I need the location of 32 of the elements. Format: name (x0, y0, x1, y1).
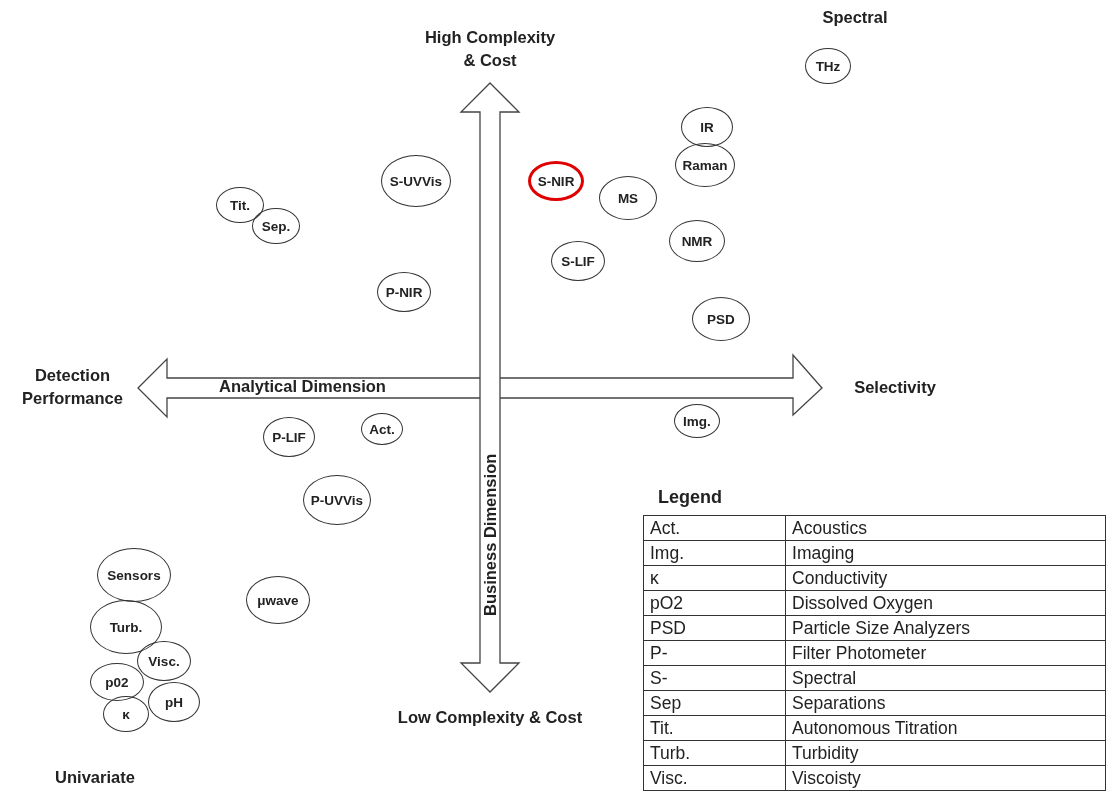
table-cell: Conductivity (785, 565, 1106, 591)
axis-label: Detection Performance (21, 365, 124, 409)
table-cell: Tit. (643, 715, 786, 741)
table-cell: Turbidity (785, 740, 1106, 766)
axis-label: Low Complexity & Cost (396, 707, 584, 728)
table-cell: Acoustics (785, 515, 1106, 541)
table-cell: Filter Photometer (785, 640, 1106, 666)
table-cell: Visc. (643, 765, 786, 791)
table-cell: Imaging (785, 540, 1106, 566)
table-cell: Spectral (785, 665, 1106, 691)
axis-label: High Complexity & Cost (423, 27, 557, 71)
table-cell: S- (643, 665, 786, 691)
table-cell: Separations (785, 690, 1106, 716)
table-cell: Dissolved Oxygen (785, 590, 1106, 616)
axis-label: Business Dimension (481, 452, 499, 619)
table-cell: pO2 (643, 590, 786, 616)
axis-label: Analytical Dimension (218, 376, 387, 396)
table-cell: Act. (643, 515, 786, 541)
table-cell: PSD (643, 615, 786, 641)
table-cell: Img. (643, 540, 786, 566)
table-cell: Turb. (643, 740, 786, 766)
technology-ellipse: S-NIR (528, 161, 584, 201)
table-cell: Viscoisty (785, 765, 1106, 791)
axis-label: Selectivity (853, 377, 937, 398)
table-cell: Sep (643, 690, 786, 716)
table-cell: κ (643, 565, 786, 591)
legend-title: Legend (658, 486, 723, 509)
table-cell: Particle Size Analyzers (785, 615, 1106, 641)
group-label: Univariate (54, 767, 136, 788)
table-cell: Autonomous Titration (785, 715, 1106, 741)
table-cell: P- (643, 640, 786, 666)
group-label: Spectral (821, 7, 889, 28)
